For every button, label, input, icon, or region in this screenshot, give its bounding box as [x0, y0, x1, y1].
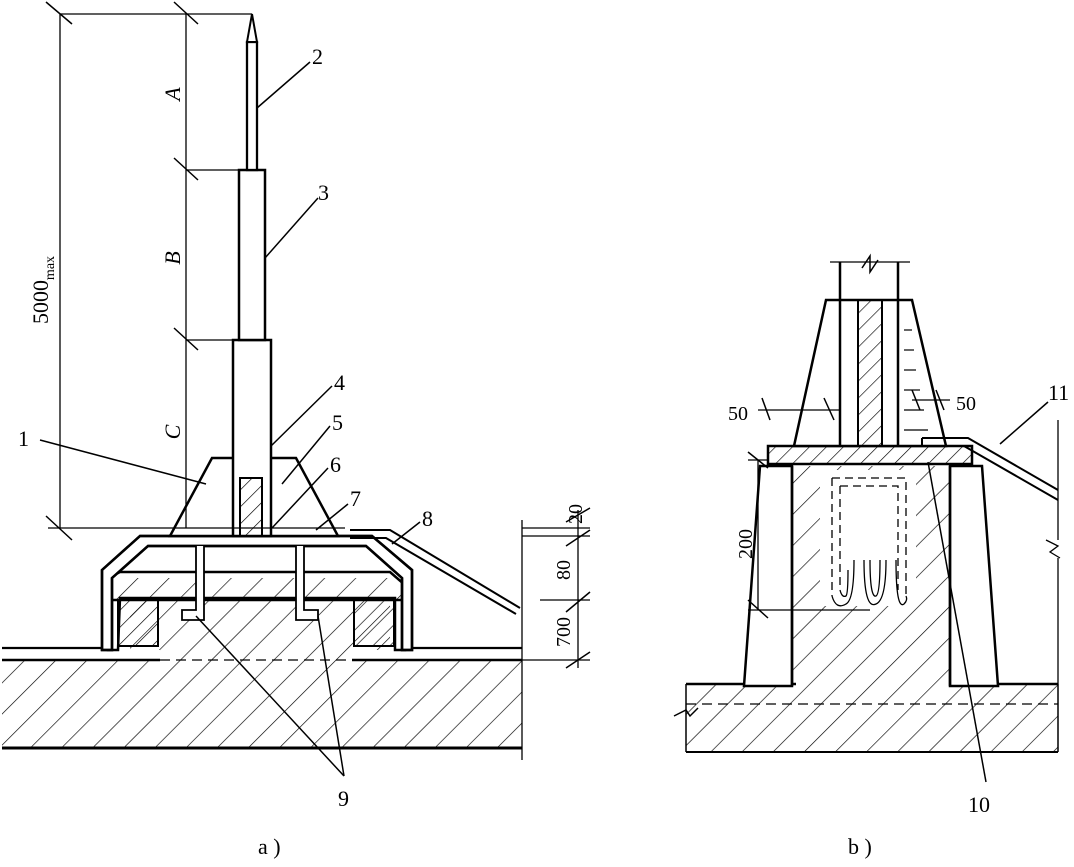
callout-2: 2	[312, 44, 323, 69]
dim-20: 20	[565, 504, 587, 524]
concrete-plinth	[106, 570, 407, 660]
overall-height-value: 5000	[28, 280, 53, 324]
leader-lines-a	[39, 61, 421, 777]
dim-700: 700	[553, 617, 575, 647]
panel-b: 50 50 200 10 11 b )	[673, 253, 1069, 859]
roof-slab-b	[673, 682, 1059, 753]
down-conductor-b	[921, 437, 1059, 501]
segment-label-c: C	[160, 424, 185, 439]
callout-1: 1	[18, 426, 29, 451]
callout-10: 10	[968, 792, 990, 817]
callout-9: 9	[338, 786, 349, 811]
overall-height-sub: max	[43, 256, 58, 280]
callout-3: 3	[318, 180, 329, 205]
dimension-lines-b	[747, 389, 950, 619]
callout-11: 11	[1048, 380, 1069, 405]
callout-8: 8	[422, 506, 433, 531]
overall-height-label: 5000max	[28, 256, 58, 324]
callout-5: 5	[332, 410, 343, 435]
dim-50-right: 50	[956, 393, 976, 415]
callout-7: 7	[350, 486, 361, 511]
rod-segment-b	[237, 168, 267, 342]
roof-slab-a	[2, 646, 522, 750]
rod-segment-a	[245, 13, 259, 172]
leader-lines-b	[927, 401, 1049, 783]
dimension-lines-left	[45, 1, 345, 541]
down-conductor	[350, 529, 521, 615]
rod-base-cone	[792, 253, 948, 448]
callout-6: 6	[330, 452, 341, 477]
svg-text:5000max: 5000max	[28, 256, 58, 324]
base-plate	[766, 444, 974, 466]
cap-plate	[100, 534, 414, 652]
dim-50-left: 50	[728, 403, 748, 425]
caption-b: b )	[848, 834, 872, 859]
dimension-lines-right	[521, 507, 591, 760]
panel-a: 1 2 3 4 5 6 7 8 9 A B C 5000max 20 80 70…	[2, 1, 591, 859]
wall-break-line	[1045, 420, 1061, 684]
dim-80: 80	[553, 560, 575, 580]
callout-4: 4	[334, 370, 345, 395]
dim-200: 200	[735, 529, 757, 559]
caption-a: a )	[258, 834, 281, 859]
segment-label-b: B	[160, 251, 185, 264]
rod-segment-c	[231, 338, 273, 538]
segment-label-a: A	[160, 87, 185, 103]
pier	[742, 464, 1000, 688]
